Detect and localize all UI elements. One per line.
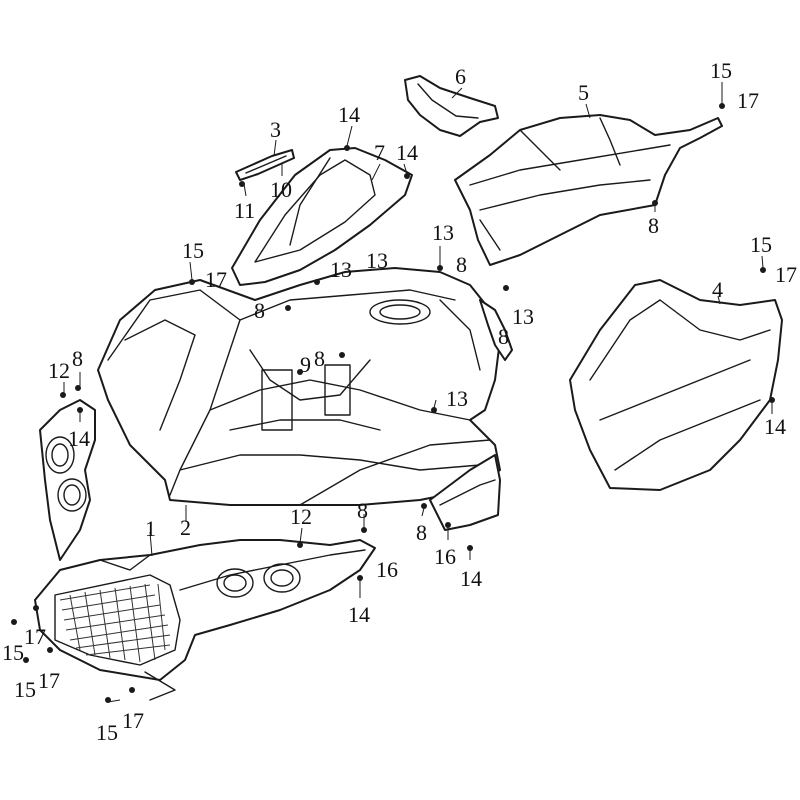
callout-15: 15 bbox=[96, 720, 118, 745]
part-8-mount-bracket bbox=[479, 299, 513, 361]
fasteners bbox=[11, 103, 775, 703]
callout-8: 8 bbox=[314, 346, 325, 371]
callout-16: 16 bbox=[434, 544, 456, 569]
callout-15: 15 bbox=[14, 677, 36, 702]
callout-3: 3 bbox=[270, 117, 281, 142]
callout-8: 8 bbox=[456, 252, 467, 277]
callout-14: 14 bbox=[764, 414, 786, 439]
callout-8: 8 bbox=[254, 298, 265, 323]
part-1-front-grille bbox=[34, 539, 376, 701]
callout-7: 7 bbox=[374, 140, 385, 165]
callout-8: 8 bbox=[357, 498, 368, 523]
callout-14: 14 bbox=[348, 602, 370, 627]
callout-9: 9 bbox=[300, 352, 311, 377]
callout-labels: 15 17 6 5 14 3 7 14 10 11 8 13 8 15 17 1… bbox=[2, 58, 797, 745]
callout-2: 2 bbox=[180, 515, 191, 540]
callout-12: 12 bbox=[48, 358, 70, 383]
callout-1: 1 bbox=[145, 516, 156, 541]
callout-13: 13 bbox=[330, 257, 352, 282]
callout-15: 15 bbox=[182, 238, 204, 263]
callout-17: 17 bbox=[205, 267, 227, 292]
part-6-top-cover bbox=[404, 75, 499, 137]
callout-13: 13 bbox=[432, 220, 454, 245]
grille-mesh bbox=[59, 583, 171, 663]
callout-14: 14 bbox=[68, 426, 90, 451]
callout-17: 17 bbox=[38, 668, 60, 693]
callout-14: 14 bbox=[338, 102, 360, 127]
callout-8: 8 bbox=[648, 213, 659, 238]
callout-14: 14 bbox=[396, 140, 418, 165]
callout-15: 15 bbox=[710, 58, 732, 83]
part-headlight-housing bbox=[39, 399, 96, 561]
part-4-side-fender bbox=[569, 279, 783, 491]
callout-8: 8 bbox=[416, 520, 427, 545]
leader-lines bbox=[63, 82, 773, 703]
callout-13: 13 bbox=[512, 304, 534, 329]
part-splash-panel bbox=[429, 454, 501, 531]
callout-14: 14 bbox=[460, 566, 482, 591]
callout-12: 12 bbox=[290, 504, 312, 529]
part-3-bracket bbox=[235, 149, 295, 181]
callout-8: 8 bbox=[72, 346, 83, 371]
callout-6: 6 bbox=[455, 64, 466, 89]
callout-16: 16 bbox=[376, 557, 398, 582]
part-7-center-cover bbox=[231, 147, 413, 286]
part-5-rear-fender bbox=[454, 114, 723, 266]
callout-17: 17 bbox=[737, 88, 759, 113]
callout-4: 4 bbox=[712, 277, 723, 302]
callout-17: 17 bbox=[122, 708, 144, 733]
callout-17: 17 bbox=[24, 624, 46, 649]
callout-13: 13 bbox=[366, 248, 388, 273]
callout-15: 15 bbox=[2, 640, 24, 665]
part-2-front-body bbox=[97, 267, 501, 506]
callout-17: 17 bbox=[775, 262, 797, 287]
callout-11: 11 bbox=[234, 198, 255, 223]
callout-10: 10 bbox=[270, 177, 292, 202]
callout-8: 8 bbox=[498, 324, 509, 349]
callout-5: 5 bbox=[578, 80, 589, 105]
callout-13: 13 bbox=[446, 386, 468, 411]
callout-15: 15 bbox=[750, 232, 772, 257]
